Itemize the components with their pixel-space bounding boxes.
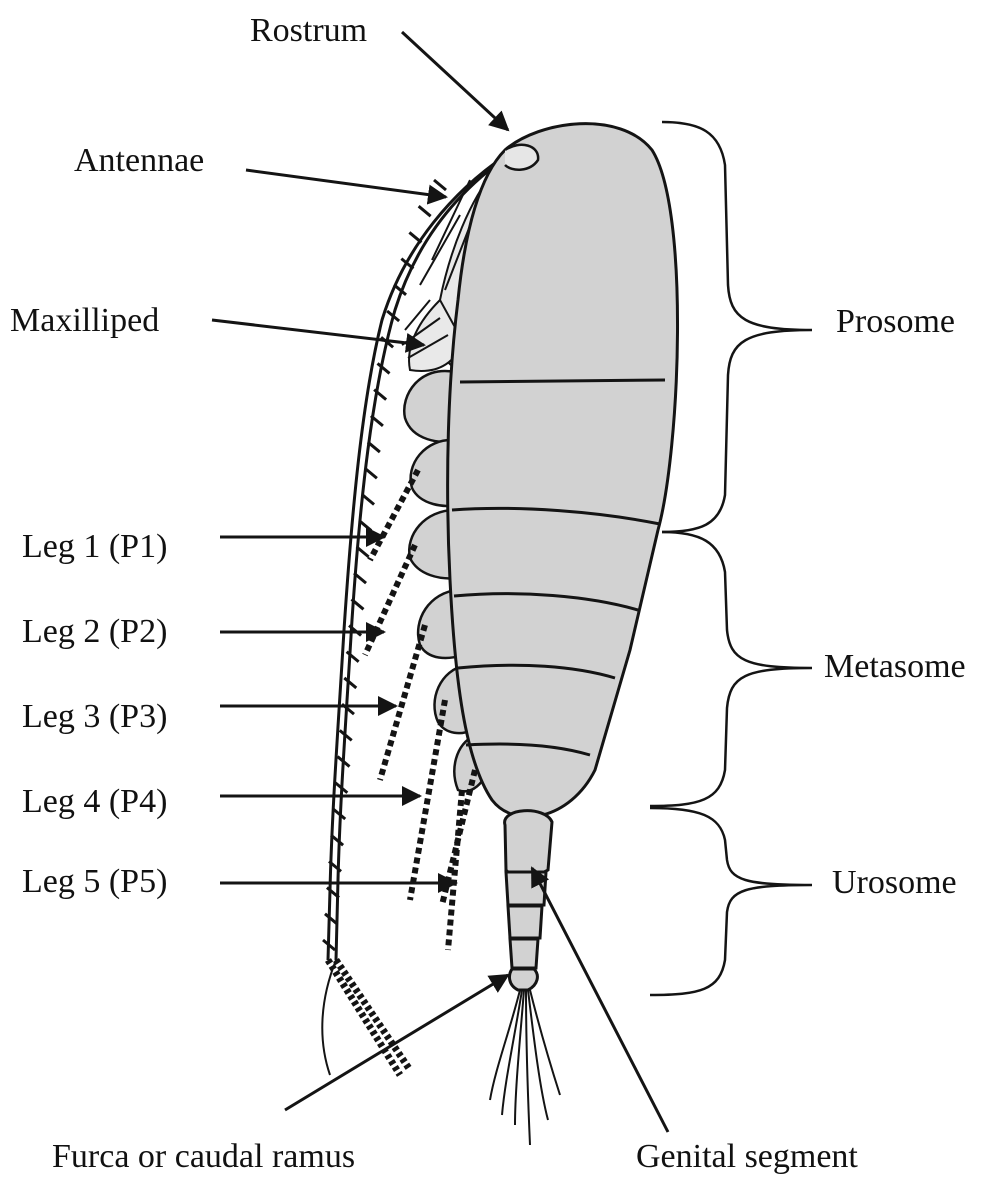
label-urosome: Urosome [832, 866, 957, 900]
label-leg3: Leg 3 (P3) [22, 700, 167, 734]
antennule-seta [344, 678, 356, 688]
label-leg5: Leg 5 (P5) [22, 865, 167, 899]
urosome-body [505, 811, 552, 990]
antennule-seta [325, 914, 337, 924]
antennule-seta [362, 494, 374, 504]
prosome-body [448, 124, 678, 817]
label-antennae: Antennae [74, 144, 204, 178]
brace-urosome [650, 808, 812, 995]
label-furca: Furca or caudal ramus [52, 1140, 355, 1174]
arrow-furca [285, 975, 508, 1110]
brace-metasome [650, 532, 812, 806]
furcal-setae [490, 990, 560, 1145]
antennule-seta [434, 180, 446, 190]
label-leg1: Leg 1 (P1) [22, 530, 167, 564]
label-rostrum: Rostrum [250, 14, 367, 48]
label-leg2: Leg 2 (P2) [22, 615, 167, 649]
label-leg4: Leg 4 (P4) [22, 785, 167, 819]
arrow-rostrum [402, 32, 508, 130]
label-prosome: Prosome [836, 305, 955, 339]
brace-prosome [662, 122, 812, 532]
label-maxilliped: Maxilliped [10, 304, 159, 338]
antennule-seta [419, 206, 431, 216]
arrow-genital [532, 868, 668, 1132]
label-genital: Genital segment [636, 1140, 858, 1174]
antennule-seta [409, 232, 421, 242]
antennule-seta [359, 521, 371, 531]
arrow-antennae [246, 170, 446, 197]
label-metasome: Metasome [824, 650, 966, 684]
